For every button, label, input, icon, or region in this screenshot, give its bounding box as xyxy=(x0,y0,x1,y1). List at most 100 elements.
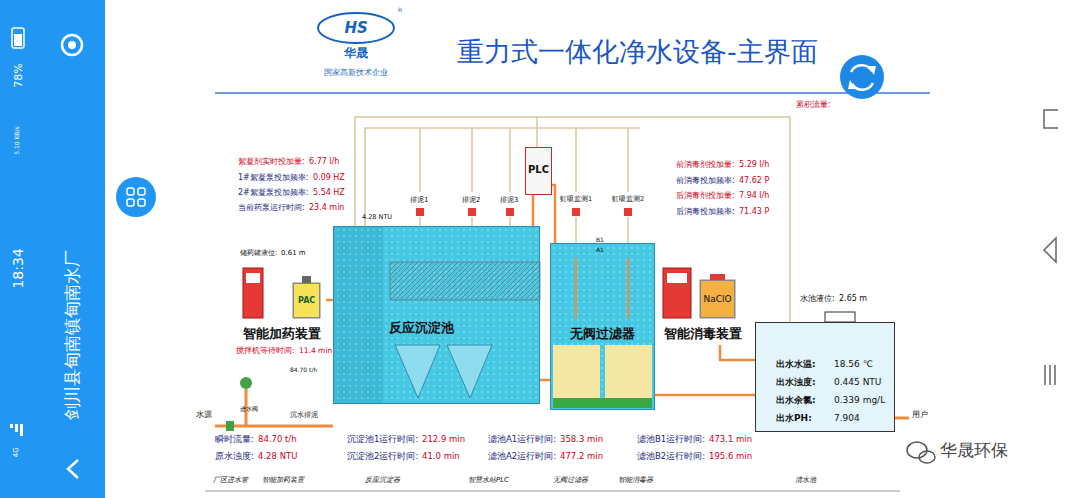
wechat-icon xyxy=(907,442,935,463)
navigation-strip xyxy=(1044,110,1058,128)
reading-value: 4.28 NTU xyxy=(258,451,297,461)
node-text: 7.904 xyxy=(834,413,860,424)
pipe-connector xyxy=(655,394,755,397)
phone-status-bar xyxy=(20,424,23,436)
valve-symbol xyxy=(416,208,632,216)
phone-status-bar xyxy=(12,28,24,48)
label-text: 华晟环保 xyxy=(940,440,1008,460)
pipe-connector xyxy=(720,345,755,360)
frame-pipe xyxy=(420,128,510,192)
clear-water-tank-drawing xyxy=(895,417,909,420)
label-text: 华晟 xyxy=(344,46,368,60)
node-text: 智能加药装置 xyxy=(243,326,321,342)
label-text: 沉淀池2运行时间: xyxy=(347,451,418,461)
reading-value: 7.94 l/h xyxy=(739,191,769,201)
node-text: 0.445 NTU xyxy=(834,377,881,388)
filter-drawing xyxy=(605,345,652,398)
disinfection-equipment xyxy=(663,268,735,318)
label-text: 沉淀池1运行时间: xyxy=(347,434,418,444)
label-text: 滤池B1运行时间: xyxy=(637,434,705,444)
frame-pipe xyxy=(205,491,900,492)
node-text: 出水浊度: xyxy=(776,377,816,388)
label-text: 沉水排泥 xyxy=(290,411,318,419)
label-text: 厂区进水管 xyxy=(213,476,248,484)
node-text: 无阀过滤器 xyxy=(570,326,635,342)
menu-button xyxy=(116,177,156,217)
valve-symbol xyxy=(624,208,632,216)
frame-pipe xyxy=(576,128,628,192)
menu-button xyxy=(116,177,156,217)
phone-status-bar xyxy=(14,34,22,46)
dosing-equipment xyxy=(293,283,320,318)
label-text: 储药罐液位: xyxy=(240,249,277,257)
label-text: 滤池A2运行时间: xyxy=(488,451,556,461)
node-text: 智能消毒装置 xyxy=(664,326,742,342)
dosing-unit: 智能加药装置 PAC xyxy=(238,262,326,344)
filter-drawing xyxy=(553,398,652,408)
pipe-connector xyxy=(326,299,333,302)
label-text: 滤池A1运行时间: xyxy=(488,434,556,444)
status-bar-text: 4G xyxy=(12,447,20,457)
label-text: 排泥2 xyxy=(462,196,480,204)
pac-tank: PAC xyxy=(293,283,320,318)
frame-pipe xyxy=(536,117,538,147)
label-text: R xyxy=(398,6,402,13)
reading-value: 6.77 l/h xyxy=(309,157,339,167)
phone-status-bar xyxy=(68,41,76,49)
node-text: 出水PH: xyxy=(776,413,812,424)
node-text: 反应沉淀池 xyxy=(389,320,454,336)
label-text: 絮凝剂实时投加量: xyxy=(238,157,305,167)
label-text: 国家高新技术企业 xyxy=(324,68,388,77)
reading-value: 358.3 min xyxy=(560,434,603,444)
refresh-button xyxy=(868,66,876,75)
dosing-equipment xyxy=(243,268,263,318)
menu-button xyxy=(138,188,145,195)
disinfection-equipment xyxy=(667,273,687,283)
clear-water-tank-drawing xyxy=(755,312,909,432)
label-text: A1 xyxy=(596,246,604,253)
logo-mark xyxy=(318,13,394,43)
sedimentation-tank-drawing xyxy=(395,345,440,398)
filter-drawing xyxy=(575,258,577,318)
label-text: 水源 xyxy=(196,410,212,420)
navigation-strip xyxy=(1020,0,1080,498)
filter-drawing xyxy=(550,243,655,410)
phone-status-bar xyxy=(68,460,78,478)
valve-symbol xyxy=(416,208,424,216)
frame-pipe xyxy=(365,128,640,226)
dosing-equipment xyxy=(215,268,333,431)
label-text: 搅拌机等待时间: xyxy=(236,346,295,355)
label-text: 反应沉淀器 xyxy=(365,476,400,484)
phone-status-bar xyxy=(0,0,105,498)
disinfection-unit: 智能消毒装置NaClO xyxy=(660,262,745,345)
reading-value: 23.4 min xyxy=(309,203,344,213)
valve-symbol xyxy=(468,208,476,216)
label-text: 当前药泵运行时间: xyxy=(238,203,305,213)
frame-pipe xyxy=(576,217,628,243)
filter-drawing xyxy=(627,258,629,318)
valve-symbol xyxy=(572,208,580,216)
label-text: 瞬时流量: xyxy=(215,434,254,444)
menu-button xyxy=(138,199,145,206)
reading-value: 477.2 min xyxy=(560,451,603,461)
sedimentation-tank-drawing xyxy=(333,226,540,404)
sedimentation-tank-drawing xyxy=(447,345,492,398)
label-text: 智慧水站PLC xyxy=(468,476,509,484)
clear-water-tank-drawing xyxy=(825,312,855,322)
label-text: 后消毒剂投加量: xyxy=(676,191,735,201)
node-text: PLC xyxy=(528,164,549,176)
filter-drawing xyxy=(553,345,600,398)
reading-value: 11.4 min xyxy=(299,346,332,355)
node-text: 0.339 mg/L xyxy=(834,395,885,406)
reading-value: 473.1 min xyxy=(709,434,752,444)
phone-status-bar xyxy=(62,35,82,55)
filter-drawing xyxy=(550,243,655,410)
label-text: 后消毒投加频率: xyxy=(676,207,735,217)
disinfection-equipment xyxy=(700,280,735,318)
pipe-connector xyxy=(532,195,535,226)
sedimentation-tank: 反应沉淀池 xyxy=(333,226,540,404)
dosing-equipment xyxy=(226,421,234,431)
disinfection-equipment xyxy=(663,268,691,318)
wechat-icon xyxy=(919,451,935,463)
